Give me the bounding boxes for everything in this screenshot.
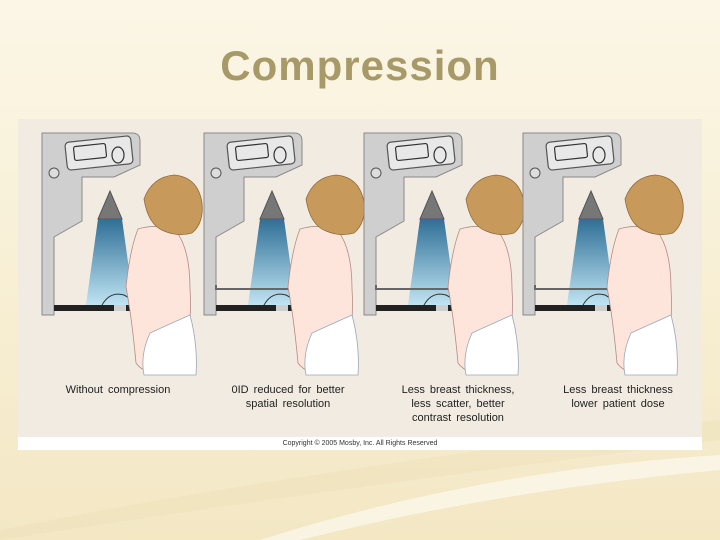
- tube-window: [394, 142, 430, 162]
- image-receptor: [54, 305, 146, 311]
- tube-coil: [111, 146, 125, 164]
- patient-gown: [304, 314, 359, 376]
- patient-hair: [465, 174, 525, 235]
- tube-housing: [64, 135, 134, 171]
- tube-window: [72, 142, 108, 162]
- tube-housing: [386, 135, 456, 171]
- image-receptor: [376, 305, 468, 311]
- control-knob: [48, 167, 60, 179]
- control-knob: [529, 167, 541, 179]
- panel-3: [363, 132, 525, 376]
- receptor-marker: [595, 305, 607, 311]
- x-ray-beam: [248, 219, 296, 305]
- collimator: [419, 189, 445, 220]
- collimator: [259, 189, 285, 220]
- mammography-unit: [41, 132, 141, 316]
- tube-housing: [226, 135, 296, 171]
- panel-2: [203, 132, 365, 376]
- x-ray-beam: [408, 219, 456, 305]
- receptor-marker: [436, 305, 448, 311]
- control-knob: [210, 167, 222, 179]
- patient-gown: [142, 314, 197, 376]
- patient-hair: [624, 174, 684, 235]
- caption-1: Without compression: [65, 384, 171, 396]
- caption-2: 0ID reduced for better spatial resolutio…: [231, 384, 345, 410]
- patient-hair: [143, 174, 203, 235]
- receptor-marker: [114, 305, 126, 311]
- receptor-marker: [276, 305, 288, 311]
- caption-4: Less breast thickness lower patient dose: [563, 384, 673, 410]
- patient-gown: [623, 314, 678, 376]
- x-ray-beam: [567, 219, 615, 305]
- image-receptor: [535, 305, 627, 311]
- mammography-unit: [203, 132, 303, 316]
- control-knob: [370, 167, 382, 179]
- copyright-text: Copyright © 2005 Mosby, Inc. All Rights …: [282, 440, 438, 447]
- x-ray-beam: [86, 219, 134, 305]
- copyright-bar: Copyright © 2005 Mosby, Inc. All Rights …: [18, 437, 702, 450]
- slide-title: Compression: [220, 42, 500, 89]
- mammography-unit: [363, 132, 463, 316]
- panels-illustration: [41, 132, 684, 376]
- collimator: [578, 189, 604, 220]
- panel-1: [41, 132, 203, 376]
- tube-housing: [545, 135, 615, 171]
- tube-window: [234, 142, 270, 162]
- tube-coil: [592, 146, 606, 164]
- image-receptor: [216, 305, 308, 311]
- tube-coil: [273, 146, 287, 164]
- compression-figure: Without compression 0ID reduced for bett…: [18, 119, 702, 450]
- tube-window: [553, 142, 589, 162]
- caption-3: Less breast thickness, less scatter, bet…: [401, 384, 515, 424]
- patient-gown: [464, 314, 519, 376]
- mammography-unit: [522, 132, 622, 316]
- collimator: [97, 189, 123, 220]
- panel-4: [522, 132, 684, 376]
- tube-coil: [433, 146, 447, 164]
- patient-hair: [305, 174, 365, 235]
